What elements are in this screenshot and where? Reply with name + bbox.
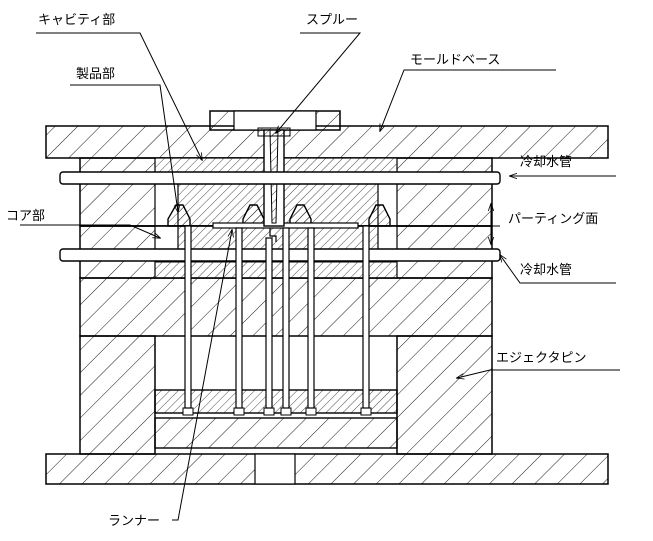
labels: キャビティ部 スプルー 製品部 モールドベース 冷却水管 コア部 パーティング面… bbox=[6, 13, 598, 529]
bottom-clamp-plate bbox=[45, 453, 609, 485]
label-product: 製品部 bbox=[76, 67, 115, 82]
label-core: コア部 bbox=[6, 209, 45, 224]
leader-lines bbox=[20, 32, 620, 521]
label-sprue: スプルー bbox=[306, 13, 358, 28]
label-cavity: キャビティ部 bbox=[38, 13, 115, 28]
locating-ring bbox=[209, 110, 341, 131]
label-parting: パーティング面 bbox=[508, 212, 598, 227]
top-clamp-plate bbox=[45, 125, 609, 159]
cooling-pipe-top bbox=[59, 171, 501, 185]
ejector-plate bbox=[154, 417, 398, 449]
label-cooling-top: 冷却水管 bbox=[520, 155, 572, 170]
label-runner: ランナー bbox=[108, 514, 160, 529]
cavity-plate bbox=[79, 157, 493, 227]
spacer-block-left bbox=[79, 335, 156, 455]
ejector-retainer-plate bbox=[154, 389, 398, 416]
ejector-pins bbox=[184, 225, 370, 409]
cooling-pipe-bottom bbox=[59, 248, 501, 262]
label-cooling-bottom: 冷却水管 bbox=[520, 263, 572, 278]
parting-arrow bbox=[482, 204, 500, 244]
product-parts bbox=[167, 204, 391, 227]
spacer-block-right bbox=[396, 335, 493, 455]
label-ejector-pin: エジェクタピン bbox=[496, 351, 586, 366]
label-mold-base: モールドベース bbox=[410, 53, 500, 68]
